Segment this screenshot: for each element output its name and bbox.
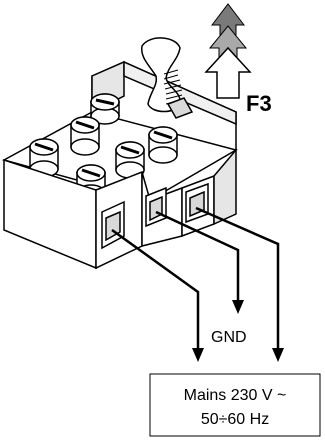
terminal-block-body <box>2 93 238 270</box>
mains-box: Mains 230 V ~ 50÷60 Hz <box>149 373 321 437</box>
gnd-label: GND <box>211 329 247 346</box>
fuse-holder-icon <box>141 37 194 119</box>
screw-icon <box>148 126 178 164</box>
fuse-label: F3 <box>246 91 272 116</box>
mains-frequency-label: 50÷60 Hz <box>201 411 269 428</box>
mains-voltage-label: Mains 230 V ~ <box>184 387 287 404</box>
triple-up-arrow-icon <box>204 3 252 99</box>
screw-icon <box>90 93 120 125</box>
wire-entry-hole <box>101 200 125 250</box>
screw-icon <box>70 116 100 156</box>
screw-icon <box>115 141 145 179</box>
wiring <box>111 206 284 362</box>
wire-entry-hole <box>145 186 167 228</box>
